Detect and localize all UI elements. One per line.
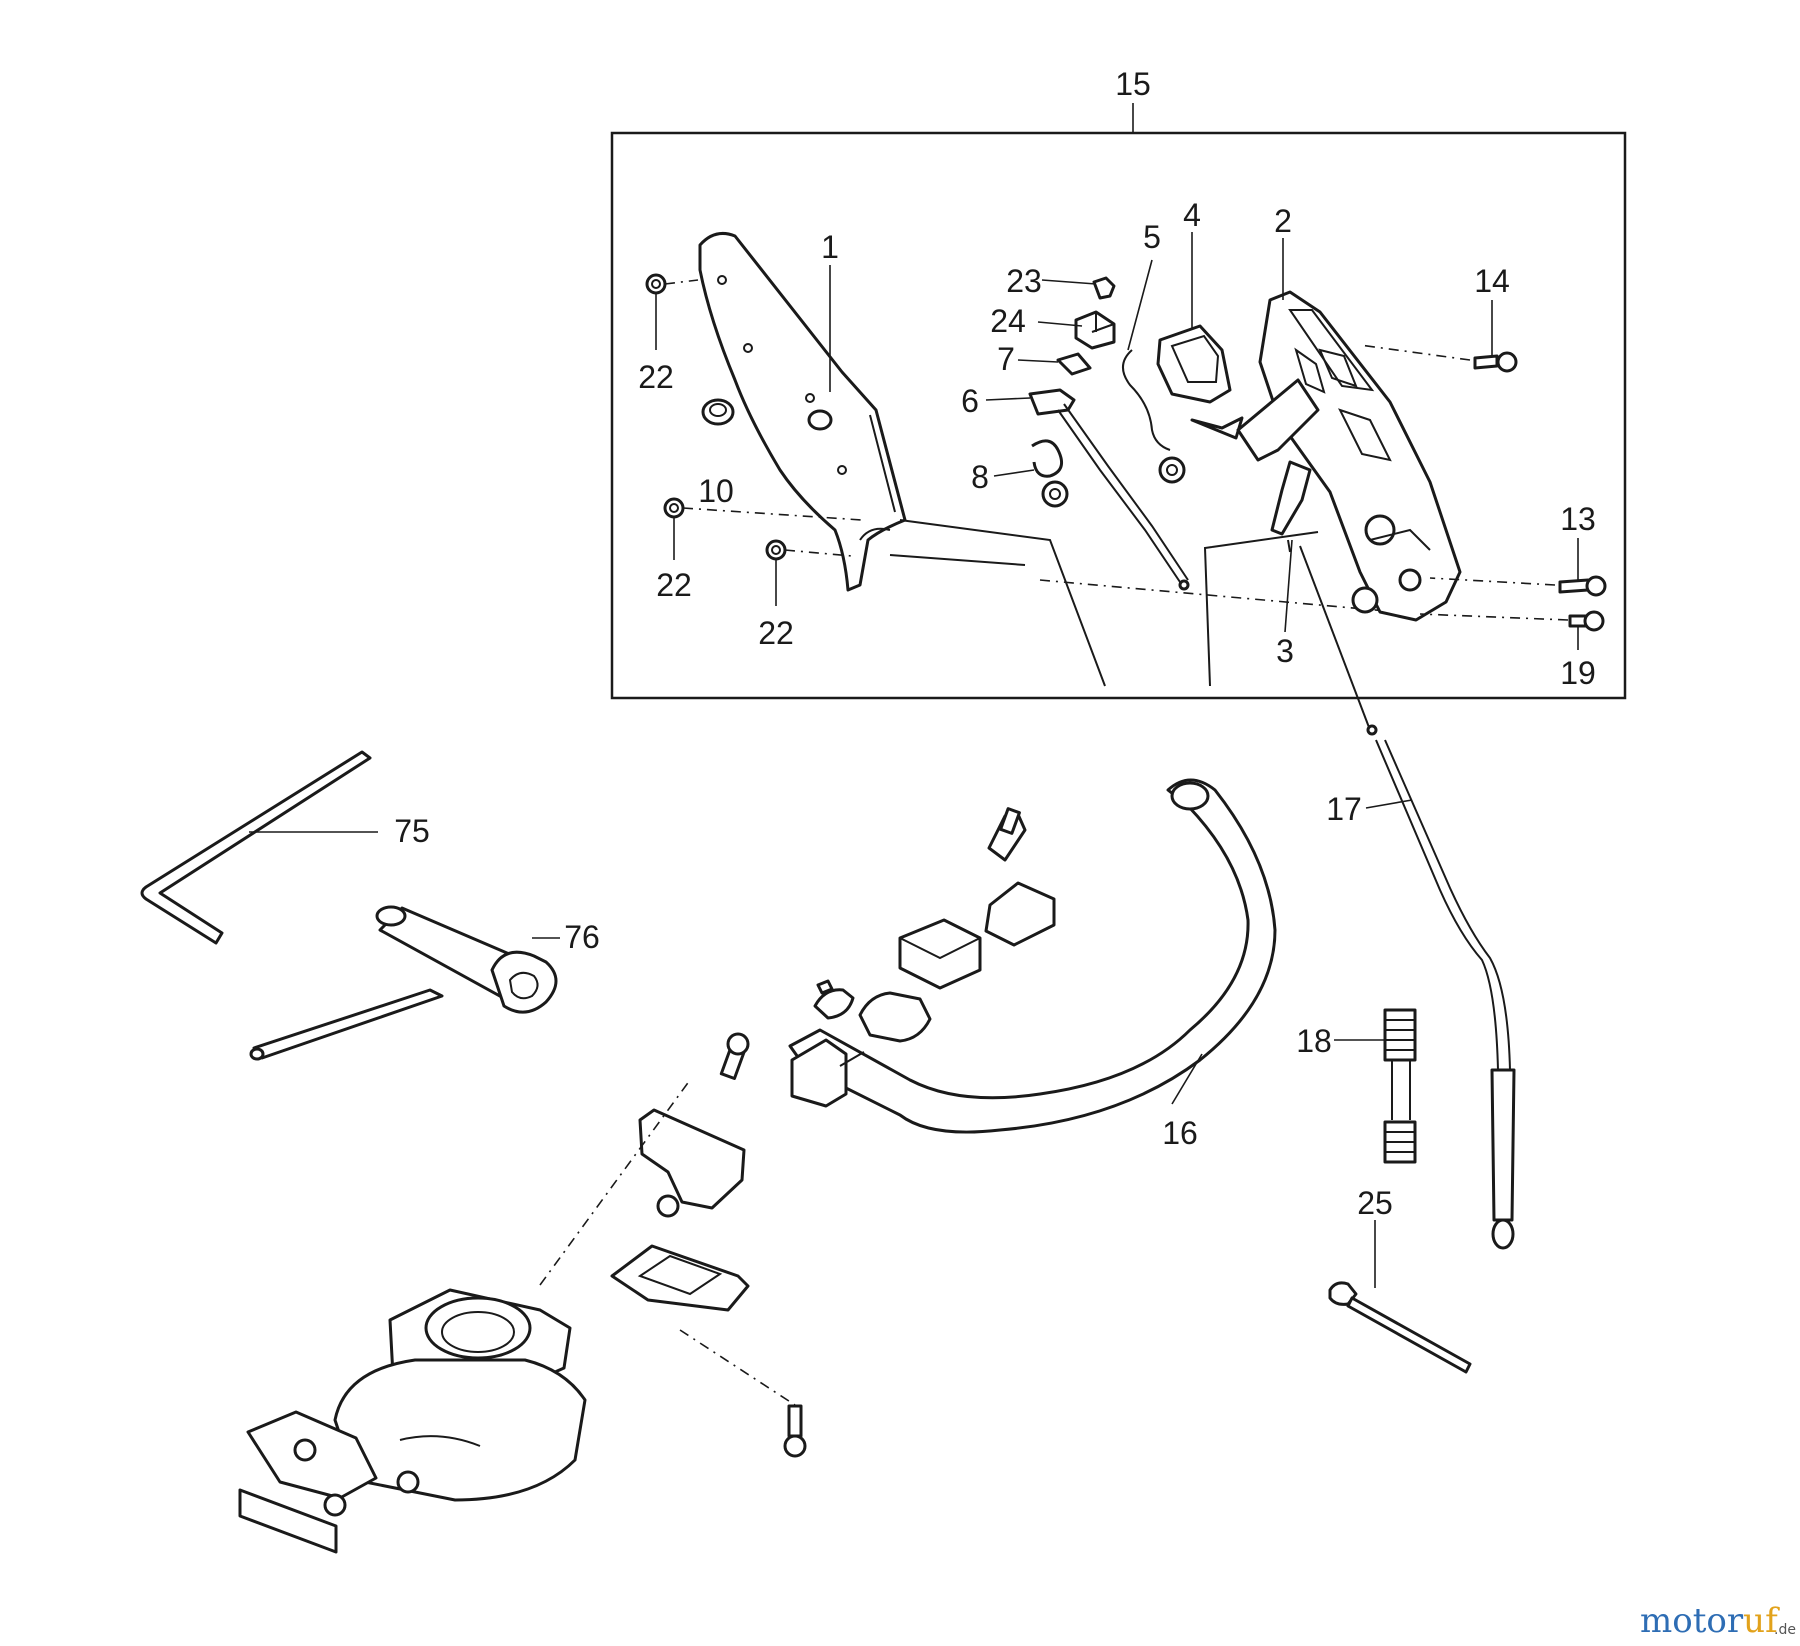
- callout-22-mid: 22: [656, 567, 692, 603]
- callout-22-top: 22: [638, 359, 674, 395]
- block-24-part: [1074, 310, 1116, 350]
- callout-22-low: 22: [758, 615, 794, 651]
- lever-6-part: [1028, 388, 1190, 591]
- callout-3: 3: [1276, 633, 1294, 669]
- callout-labels: 15 1 5 4 2 23 24 7 6 8 14 22 10 22 22 13…: [394, 66, 1596, 1221]
- lower-bracket-part: [610, 1108, 796, 1406]
- callout-19: 19: [1560, 655, 1596, 691]
- nut-22-top: [645, 273, 699, 295]
- nut-22-low: [765, 539, 853, 561]
- callout-13: 13: [1560, 501, 1596, 537]
- cable-tie-part: [1328, 1281, 1472, 1374]
- leader-lines: [249, 232, 1579, 1288]
- callout-2: 2: [1274, 203, 1292, 239]
- screw-13-part: [1429, 575, 1607, 597]
- motoruf-watermark: motoruf .de: [1640, 1601, 1796, 1641]
- clip-7-part: [1056, 352, 1092, 376]
- gear-case-part: [238, 1079, 691, 1554]
- watermark-suffix: .de: [1774, 1622, 1796, 1638]
- screw-23-part: [1092, 276, 1116, 300]
- callout-23: 23: [1006, 263, 1042, 299]
- clamp-bracket-part: [719, 807, 1056, 1108]
- callout-7: 7: [997, 341, 1015, 377]
- callout-6: 6: [961, 383, 979, 419]
- callout-10: 10: [698, 473, 734, 509]
- watermark-logo-text: motoruf: [1640, 1601, 1780, 1641]
- callout-76: 76: [564, 919, 600, 955]
- hex-key-part: [140, 750, 372, 945]
- screw-14-part: [1359, 344, 1518, 373]
- screw-19-part: [1419, 610, 1605, 632]
- callout-25: 25: [1357, 1185, 1393, 1221]
- callout-14: 14: [1474, 263, 1510, 299]
- callout-17: 17: [1326, 791, 1362, 827]
- plug-wrench-part: [249, 905, 558, 1061]
- trigger-3-part: [1236, 378, 1320, 553]
- callout-4: 4: [1183, 197, 1201, 233]
- nut-22-mid: [663, 497, 863, 521]
- switch-4-part: [1156, 324, 1244, 440]
- wire-5-part: [1122, 349, 1186, 484]
- callout-24: 24: [990, 303, 1026, 339]
- callout-1: 1: [821, 229, 839, 265]
- callout-75: 75: [394, 813, 430, 849]
- spring-18-part: [1383, 1008, 1417, 1164]
- screw-bottom-part: [783, 1404, 807, 1458]
- cap-10-part: [701, 398, 735, 426]
- callout-18: 18: [1296, 1023, 1332, 1059]
- loop-handle-part: [788, 778, 1277, 1134]
- callout-5: 5: [1143, 219, 1161, 255]
- callout-16: 16: [1162, 1115, 1198, 1151]
- handle-cover-part: [698, 232, 907, 592]
- throttle-cable-part: [1299, 545, 1516, 1250]
- callout-15: 15: [1115, 66, 1151, 102]
- spring-8-part: [1031, 439, 1069, 508]
- assembly-15-box: [610, 103, 1627, 700]
- callout-8: 8: [971, 459, 989, 495]
